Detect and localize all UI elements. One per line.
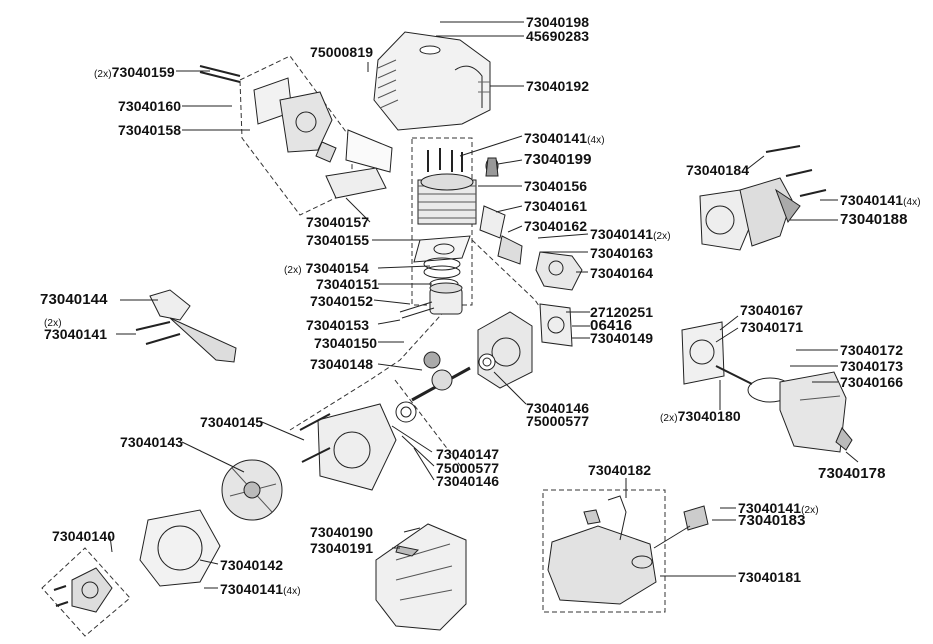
label-73040199: 73040199 [524,151,592,168]
label-73040143: 73040143 [120,434,184,450]
label-73040184: 73040184 [686,162,750,178]
label-27120251: 27120251 [590,304,654,320]
leader-lines [109,21,859,589]
fuel-tank-assembly [547,495,709,605]
label-73040144: 73040144 [40,291,108,308]
label-73040183: 73040183 [738,512,806,529]
label-73040160: 73040160 [118,98,182,114]
label-73040141-4x-top: 73040141(4x) [524,130,605,149]
label-73040141-2x-fuel: 73040141(2x) [738,500,819,519]
part-number: 73040141 [220,581,284,597]
label-73040167: 73040167 [740,302,804,318]
carburetor-assembly [479,157,583,291]
engine-cylinder [417,148,477,225]
label-75000819: 75000819 [310,44,374,60]
qty-2x-throttle: (2x) [44,318,62,329]
right-air-filter [681,321,853,453]
label-73040154: (2x) 73040154 [284,260,369,279]
part-number: 73040159 [111,64,175,80]
label-73040141-2x-carb: 73040141(2x) [590,226,671,245]
label-73040141-throttle: 73040141 [44,326,108,342]
throttle-control-left [135,289,237,363]
label-73040146-lower: 73040146 [436,473,500,489]
part-number: 73040180 [677,408,741,424]
label-73040155: 73040155 [306,232,370,248]
gasket-rings-piston [399,235,471,319]
label-73040188: 73040188 [840,211,908,228]
label-73040190: 73040190 [310,524,374,540]
qty-2x: (2x) [653,231,671,242]
qty-2x: (2x) [284,265,302,276]
label-73040147: 73040147 [436,446,500,462]
label-73040151: 73040151 [316,276,380,292]
qty-2x: (2x) [94,69,112,80]
label-06416: 06416 [590,317,633,334]
label-73040164: 73040164 [590,265,654,281]
label-73040173: 73040173 [840,358,904,374]
label-73040148: 73040148 [310,356,374,372]
label-75000577-lower: 75000577 [436,460,500,476]
part-number: 73040141 [524,130,588,146]
label-73040182: 73040182 [588,462,652,478]
air-filter-assembly-left [199,65,393,199]
crankcase [477,303,573,389]
engine-top-cover [373,31,491,131]
label-73040141-4x-bottom: 73040141(4x) [220,581,301,600]
part-number: 73040154 [305,260,369,276]
bottom-bracket [375,523,467,631]
qty-4x: (4x) [903,197,921,208]
crankcase-half-and-flywheel [139,403,397,587]
label-73040198: 73040198 [526,14,590,30]
label-73040145: 73040145 [200,414,264,430]
label-73040146-right: 73040146 [526,400,590,416]
label-73040163: 73040163 [590,245,654,261]
label-73040158: 73040158 [118,122,182,138]
part-number: 73040141 [738,500,802,516]
label-73040178: 73040178 [818,465,886,482]
label-73040142: 73040142 [220,557,284,573]
right-upper-housing [699,145,827,251]
crankshaft [395,351,496,423]
label-73040141-4x-right: 73040141(4x) [840,192,921,211]
label-73040162: 73040162 [524,218,588,234]
label-75000577-right: 75000577 [526,413,590,429]
qty-2x: (2x) [660,413,678,424]
label-73040150: 73040150 [314,335,378,351]
qty-4x: (4x) [283,586,301,597]
label-73040159: (2x)73040159 [94,64,175,83]
label-73040152: 73040152 [310,293,374,309]
label-73040172: 73040172 [840,342,904,358]
label-73040192: 73040192 [526,78,590,94]
label-73040153: 73040153 [306,317,370,333]
label-73040180: (2x)73040180 [660,408,741,427]
label-73040140: 73040140 [52,528,116,544]
label-73040191: 73040191 [310,540,374,556]
label-73040161: 73040161 [524,198,588,214]
part-number: 73040141 [840,192,904,208]
part-number: 73040141 [590,226,654,242]
label-73040149: 73040149 [590,330,654,346]
label-73040166: 73040166 [840,374,904,390]
label-73040157: 73040157 [306,214,370,230]
starter-pulley [53,567,113,613]
qty-4x: (4x) [587,135,605,146]
label-73040171: 73040171 [740,319,804,335]
label-73040181: 73040181 [738,569,802,585]
label-73040156: 73040156 [524,178,588,194]
qty-2x: (2x) [801,505,819,516]
label-45690283: 45690283 [526,28,590,44]
